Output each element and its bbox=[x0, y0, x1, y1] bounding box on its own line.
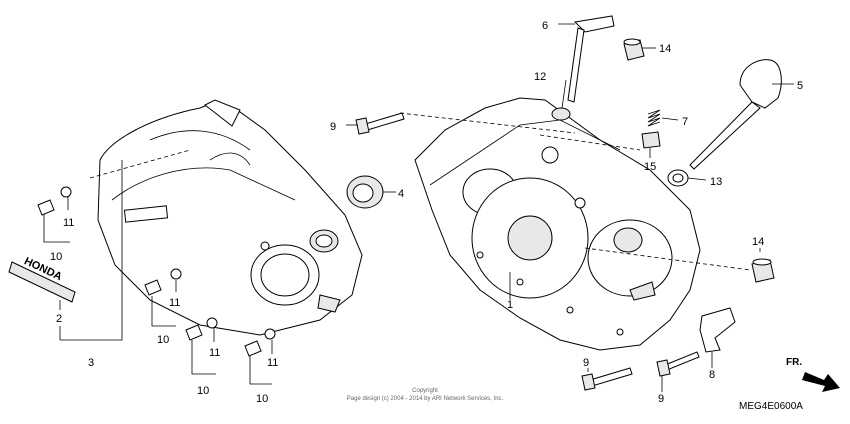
callout-6: 6 bbox=[542, 20, 548, 32]
callout-2: 2 bbox=[56, 313, 62, 325]
callout-10-c: 10 bbox=[197, 385, 209, 397]
callout-5: 5 bbox=[797, 80, 803, 92]
oil-seal[interactable] bbox=[346, 175, 384, 209]
callout-9-bottom-left: 9 bbox=[583, 357, 589, 369]
o-ring-13[interactable] bbox=[667, 169, 689, 187]
callout-3: 3 bbox=[88, 357, 94, 369]
callout-1: 1 bbox=[507, 299, 513, 311]
callout-11-d: 11 bbox=[267, 357, 278, 369]
callout-9-top: 9 bbox=[330, 121, 336, 133]
callout-15: 15 bbox=[644, 161, 656, 173]
dowel-pin-top[interactable] bbox=[623, 38, 645, 61]
bracket[interactable] bbox=[699, 307, 736, 353]
callout-4: 4 bbox=[398, 188, 404, 200]
bolt-set-c[interactable] bbox=[185, 317, 218, 341]
bolt-set-a[interactable] bbox=[37, 186, 72, 216]
callout-7: 7 bbox=[682, 116, 688, 128]
bolt-9-bottom-left[interactable] bbox=[581, 367, 633, 391]
outer-cover[interactable] bbox=[97, 99, 363, 336]
callout-10-d: 10 bbox=[256, 393, 268, 405]
fr-direction-arrow-icon bbox=[802, 372, 840, 392]
dowel-pin-bottom[interactable] bbox=[751, 258, 775, 283]
direction-label: FR. bbox=[786, 357, 803, 368]
callout-10-b: 10 bbox=[157, 334, 169, 346]
honda-emblem[interactable]: HONDA bbox=[8, 255, 76, 303]
figure-code: MEG4E0600A bbox=[739, 401, 803, 412]
callout-11-c: 11 bbox=[209, 347, 220, 359]
callout-9-bottom-right: 9 bbox=[658, 393, 664, 405]
leader-lines bbox=[43, 23, 794, 392]
oil-dipstick[interactable] bbox=[689, 59, 782, 170]
spring[interactable] bbox=[647, 109, 661, 127]
inner-cover[interactable] bbox=[414, 97, 701, 351]
collar-15[interactable] bbox=[641, 131, 661, 149]
callout-12: 12 bbox=[534, 71, 546, 83]
bolt-set-d[interactable] bbox=[244, 328, 276, 357]
copyright-line-1: Copyright bbox=[412, 388, 438, 394]
bolt-9-bottom-right[interactable] bbox=[656, 351, 700, 377]
callout-8: 8 bbox=[709, 369, 715, 381]
callout-14-top: 14 bbox=[659, 43, 671, 55]
callout-13: 13 bbox=[710, 176, 722, 188]
callouts: 1 2 3 4 5 6 7 8 9 9 9 10 10 10 10 11 11 … bbox=[50, 20, 803, 405]
o-ring-12[interactable] bbox=[551, 107, 571, 121]
bolt-9-top[interactable] bbox=[355, 112, 405, 135]
copyright-line-2: Page design (c) 2004 - 2014 by ARI Netwo… bbox=[346, 396, 504, 402]
bolt-set-b[interactable] bbox=[144, 268, 182, 296]
shift-arm[interactable] bbox=[567, 15, 615, 103]
callout-10-a: 10 bbox=[50, 251, 62, 263]
callout-11-b: 11 bbox=[169, 297, 180, 309]
callout-14-bottom: 14 bbox=[752, 236, 764, 248]
callout-11-a: 11 bbox=[63, 217, 74, 229]
